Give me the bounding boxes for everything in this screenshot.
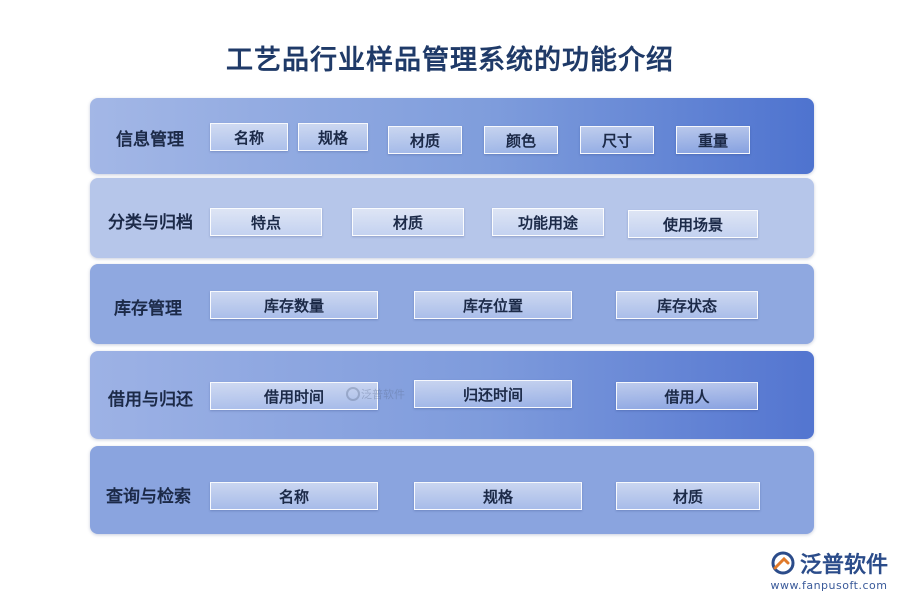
row-label: 信息管理 [116,130,184,150]
fanpu-logo-icon [771,551,795,575]
item-chip: 规格 [298,123,368,151]
item-chip: 材质 [352,208,464,236]
item-chip: 归还时间 [414,380,572,408]
item-chip: 借用人 [616,382,758,410]
item-chip: 尺寸 [580,126,654,154]
logo-url: www.fanpusoft.com [770,579,888,592]
watermark-text: 泛普软件 [361,388,405,401]
item-chip: 颜色 [484,126,558,154]
item-chip: 重量 [676,126,750,154]
item-chip: 库存数量 [210,291,378,319]
item-chip: 规格 [414,482,582,510]
item-chip: 功能用途 [492,208,604,236]
row-label: 借用与归还 [108,390,193,410]
item-chip: 借用时间 [210,382,378,410]
item-chip: 库存位置 [414,291,572,319]
item-chip: 材质 [616,482,760,510]
item-chip: 特点 [210,208,322,236]
row-label: 分类与归档 [108,213,193,233]
row-label: 查询与检索 [106,487,191,507]
row-classification-archive: 分类与归档 特点 材质 功能用途 使用场景 [90,178,814,258]
row-inventory-management: 库存管理 库存数量 库存位置 库存状态 [90,264,814,344]
watermark: 泛普软件 [345,386,405,402]
logo-name: 泛普软件 [799,553,888,578]
fanpu-watermark-icon [346,387,360,401]
row-label: 库存管理 [114,299,182,319]
item-chip: 库存状态 [616,291,758,319]
item-chip: 材质 [388,126,462,154]
item-chip: 使用场景 [628,210,758,238]
row-query-search: 查询与检索 名称 规格 材质 [90,446,814,534]
item-chip: 名称 [210,482,378,510]
row-borrow-return: 借用与归还 借用时间 归还时间 借用人 [90,351,814,439]
row-info-management: 信息管理 名称 规格 材质 颜色 尺寸 重量 [90,98,814,174]
item-chip: 名称 [210,123,288,151]
page-title: 工艺品行业样品管理系统的功能介绍 [226,45,674,76]
brand-logo: 泛普软件 www.fanpusoft.com [770,547,888,592]
